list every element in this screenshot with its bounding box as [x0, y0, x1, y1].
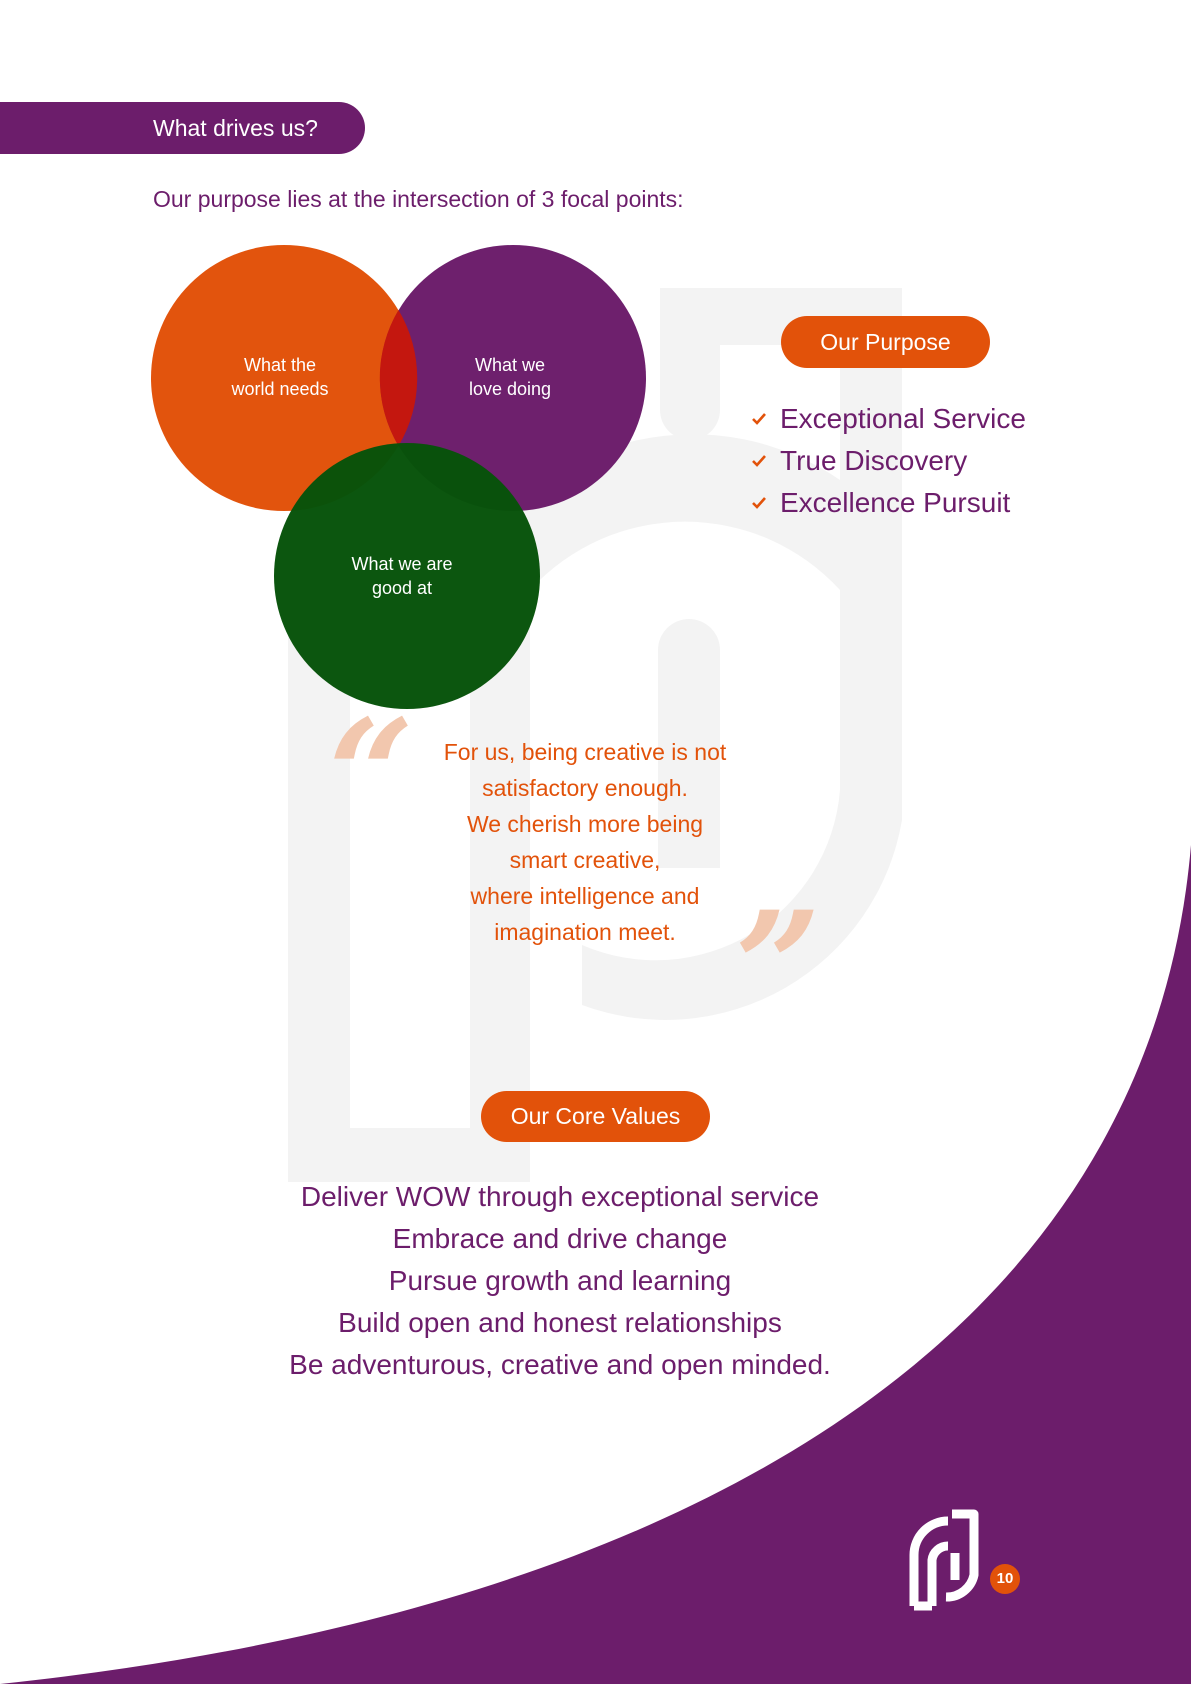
core-values-list: Deliver WOW through exceptional service … — [220, 1176, 900, 1386]
core-value-item: Pursue growth and learning — [388, 1265, 732, 1296]
checkmark-icon — [752, 455, 766, 467]
core-value-item: Be adventurous, creative and open minded… — [289, 1349, 831, 1380]
core-value-item: Build open and honest relationships — [338, 1307, 782, 1338]
page-number: 10 — [990, 1564, 1020, 1594]
section-header: What drives us? — [0, 102, 365, 154]
purple-swoosh — [0, 845, 1191, 1684]
intro-text: Our purpose lies at the intersection of … — [153, 186, 684, 212]
close-quote-mark: ” — [735, 879, 822, 1055]
checkmark-icon — [752, 497, 766, 509]
company-logo — [909, 1509, 979, 1611]
open-quote-mark: “ — [328, 687, 415, 863]
venn-circle-good-at — [274, 443, 540, 709]
purpose-list: Exceptional Service True Discovery Excel… — [752, 398, 1026, 524]
purpose-item: Exceptional Service — [752, 398, 1026, 440]
venn-circle-love-doing — [380, 245, 646, 511]
venn-label-world-needs: What the world needs — [231, 355, 329, 399]
core-values-title-pill: Our Core Values — [481, 1091, 710, 1142]
watermark-logo — [288, 288, 902, 1182]
quote-text: For us, being creative is not satisfacto… — [443, 739, 727, 945]
purpose-title-pill: Our Purpose — [781, 316, 990, 368]
core-value-item: Deliver WOW through exceptional service — [300, 1181, 820, 1212]
venn-label-love-doing: What we love doing — [468, 355, 552, 399]
section-title: What drives us? — [153, 115, 318, 141]
core-value-item: Embrace and drive change — [392, 1223, 728, 1254]
purpose-item: Excellence Pursuit — [752, 482, 1026, 524]
venn-circle-world-needs — [151, 245, 417, 511]
checkmark-icon — [752, 413, 766, 425]
venn-label-good-at: What we are good at — [351, 554, 453, 598]
purpose-item: True Discovery — [752, 440, 1026, 482]
